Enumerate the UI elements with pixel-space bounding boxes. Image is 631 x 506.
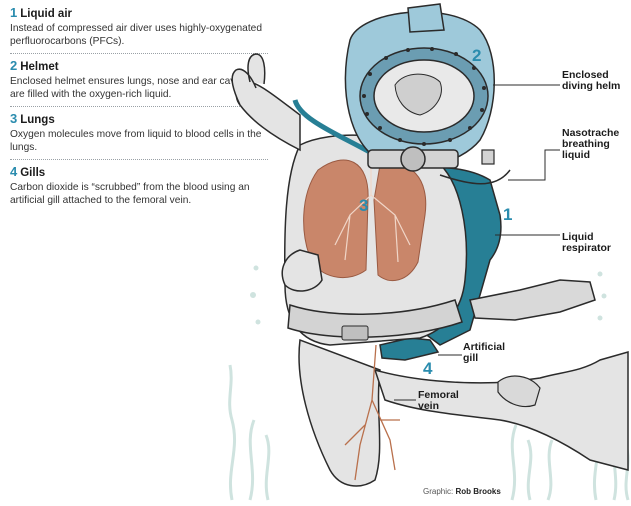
supply-tube (439, 169, 511, 185)
step-number: 1 (10, 5, 18, 20)
weight-belt (287, 299, 463, 338)
step-number: 2 (10, 58, 18, 73)
left-leg (298, 338, 381, 487)
bubbles (250, 265, 607, 325)
right-lung (373, 163, 427, 282)
upper-flipper (469, 279, 596, 321)
helmet-valve (407, 3, 445, 33)
label-enclosed-helmet: Enclosed diving helm (562, 69, 621, 92)
leader-lines (394, 84, 560, 401)
step-title: Helmet (20, 61, 59, 73)
step-description: Carbon dioxide is “scrubbed” from the bl… (10, 182, 250, 206)
visor-bolts (362, 47, 486, 146)
step-title: Gills (20, 167, 46, 179)
bronchi (334, 160, 411, 263)
step-number: 4 (10, 164, 18, 179)
glove-right (497, 375, 541, 408)
step-number: 3 (10, 111, 18, 126)
step-description: Oxygen molecules move from liquid to blo… (10, 129, 262, 153)
diagram-number-3: 3 (359, 196, 369, 215)
raised-hand (231, 53, 266, 106)
artificial-gill (379, 337, 440, 361)
step-description: Instead of compressed air diver uses hig… (10, 23, 262, 47)
step-title: Lungs (20, 114, 55, 126)
label-artificial-gill: Artificial gill (463, 341, 506, 364)
respirator-valve (481, 149, 495, 165)
breathing-hose (292, 99, 377, 158)
label-liquid-respirator: Liquid respirator (562, 231, 612, 254)
diagram-number-4: 4 (423, 359, 433, 378)
diagram-number-2: 2 (472, 46, 482, 65)
right-leg-flipper (373, 351, 629, 471)
left-lung (303, 159, 369, 279)
belt-buckle (341, 325, 369, 341)
femoral-vein (344, 344, 400, 481)
label-nasotracheal: Nasotrache breathing liquid (562, 127, 620, 161)
graphic-credit: Graphic: Rob Brooks (423, 487, 501, 496)
label-femoral-vein: Femoral vein (418, 389, 459, 412)
step-description: Enclosed helmet ensures lungs, nose and … (10, 76, 254, 100)
nasotracheal-port (400, 146, 426, 172)
diagram-number-1: 1 (503, 205, 513, 224)
step-title: Liquid air (20, 8, 72, 20)
diver-face (394, 73, 442, 116)
belly-hand (281, 249, 323, 292)
